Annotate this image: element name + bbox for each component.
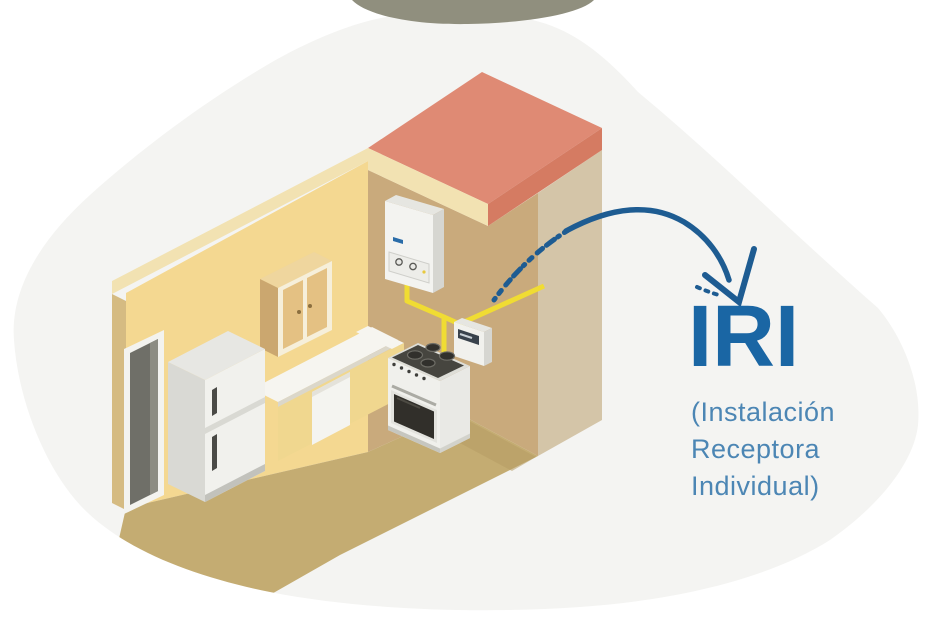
iri-subtitle-line-3: Individual) <box>691 471 820 501</box>
meter-side <box>484 328 492 366</box>
boiler-knob-right <box>409 262 417 271</box>
kitchen-counter <box>252 326 404 461</box>
dishwasher-panel <box>312 372 350 397</box>
iri-subtitle: (Instalación Receptora Individual) <box>691 394 835 505</box>
boiler-indicator <box>422 270 426 274</box>
countertop <box>252 327 398 402</box>
countertop-edge <box>278 340 398 407</box>
burner-4 <box>438 351 456 361</box>
iri-subtitle-line-1: (Instalación <box>691 397 836 427</box>
roof-edge-cream <box>368 148 488 226</box>
cabinet-door-left <box>283 280 303 349</box>
floor <box>110 412 538 611</box>
oven-handle <box>391 384 437 407</box>
fridge-handle <box>212 434 217 471</box>
stove-base-side <box>440 433 470 453</box>
column-right-face <box>538 150 602 456</box>
arrow-tail-dotted <box>491 226 573 303</box>
iri-title: IRI <box>688 288 800 385</box>
door-opening-highlight <box>150 339 158 495</box>
stove-knobs <box>392 362 426 381</box>
burner-1 <box>406 350 424 360</box>
roof-top <box>368 72 602 204</box>
meter-display-digits <box>459 333 473 339</box>
freezer-handle <box>212 387 217 416</box>
room-group <box>110 72 602 611</box>
fridge-door-divider <box>205 397 265 434</box>
pipe-meter-to-riser <box>462 283 546 325</box>
fridge-side <box>168 362 205 502</box>
hand-drawn-arrow <box>491 206 757 308</box>
cabinet-top <box>260 252 332 288</box>
arrow-head <box>702 246 757 308</box>
burner-2 <box>425 342 441 353</box>
gas-stove <box>388 342 470 453</box>
roof-edge-dark <box>488 128 602 226</box>
boiler-knob-left <box>395 258 403 266</box>
wall-cabinet <box>260 252 332 357</box>
burner-3 <box>420 358 436 368</box>
cabinet-side <box>260 279 278 357</box>
boiler-side <box>433 209 444 293</box>
fridge-top <box>168 331 265 380</box>
gas-meter <box>454 318 492 366</box>
oven-window-reflection <box>396 397 421 409</box>
stove-right-face <box>440 366 470 453</box>
pipe-boiler-to-stove <box>404 284 447 360</box>
boiler-top <box>385 195 444 215</box>
top-gray-band <box>352 0 594 25</box>
arrow-speckles <box>695 285 724 298</box>
left-wall-edge <box>112 294 126 510</box>
cabinet-handle-right <box>308 304 312 308</box>
gas-boiler <box>385 195 444 293</box>
arrow-shaft <box>563 206 732 283</box>
fridge-front <box>205 349 265 502</box>
meter-top <box>454 318 492 332</box>
corner-countertop <box>356 326 404 349</box>
iri-subtitle-line-2: Receptora <box>691 434 821 464</box>
cabinet-handle-left <box>297 310 301 314</box>
left-wall-top-trim <box>112 148 368 294</box>
oven-window <box>394 394 434 439</box>
refrigerator <box>168 331 265 502</box>
fridge-base <box>205 464 265 502</box>
boiler-logo <box>393 237 403 244</box>
cabinet-door-right <box>307 268 327 337</box>
stove-base <box>388 425 440 453</box>
